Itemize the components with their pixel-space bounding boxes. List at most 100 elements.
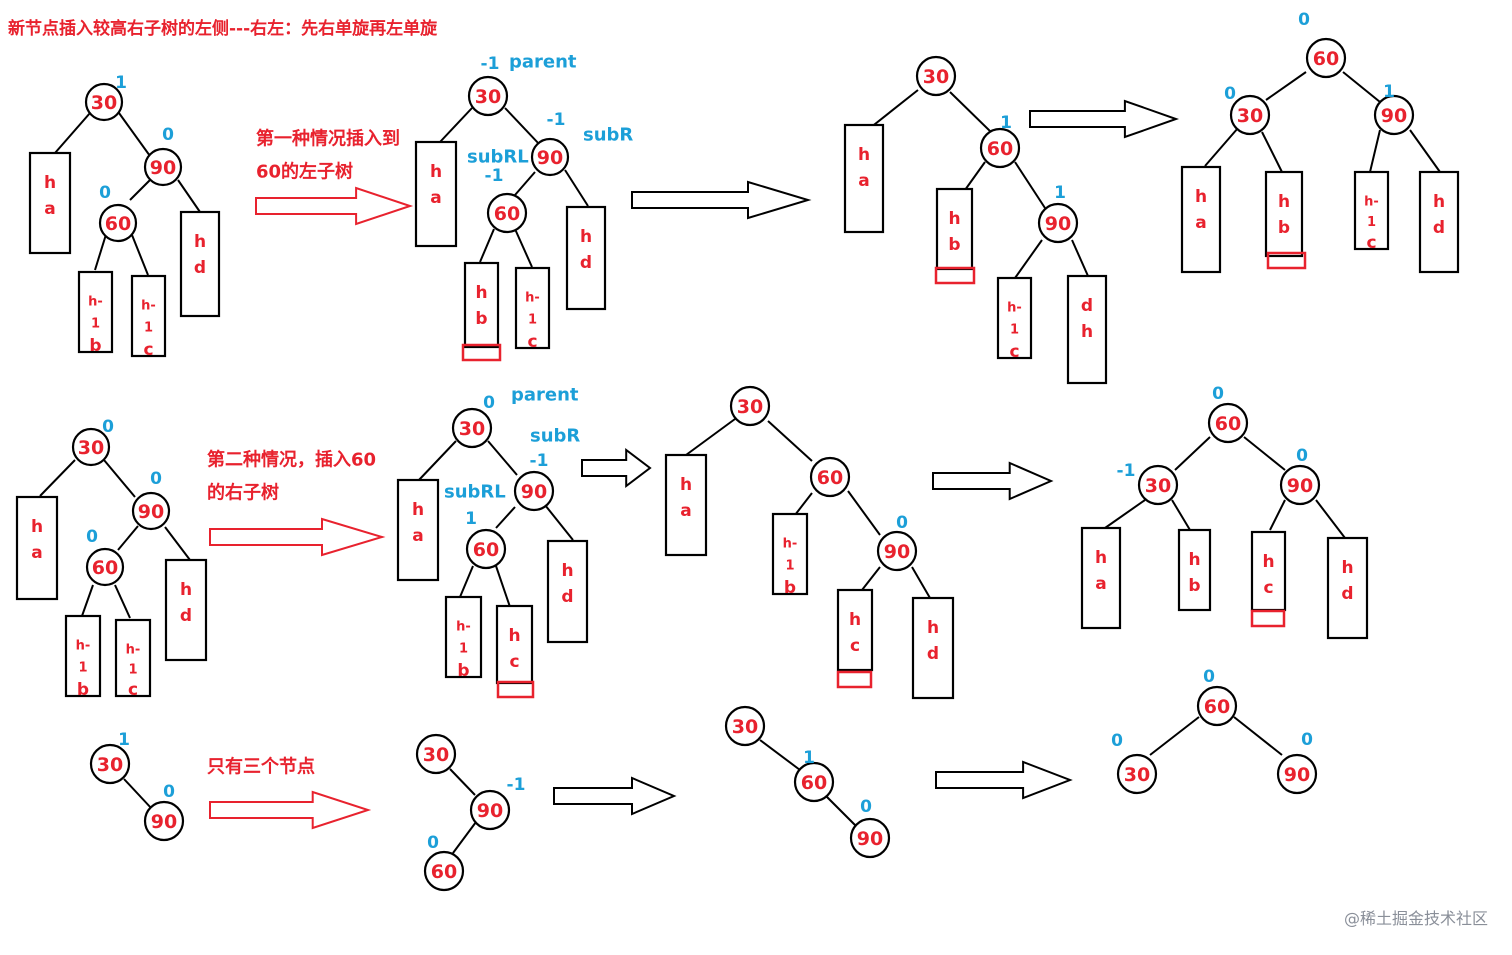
pointer-label: subRL (444, 482, 506, 503)
case-label: 只有三个节点 (207, 756, 315, 778)
tree-edge (177, 179, 201, 213)
case-label: 60的左子树 (256, 161, 353, 183)
subtree-box (396, 478, 440, 582)
node-value: 60 (494, 203, 520, 225)
node-value: 60 (987, 138, 1013, 160)
subtree-label: h (180, 580, 192, 600)
node-value: 30 (91, 92, 117, 114)
balance-factor: 0 (1298, 10, 1310, 30)
subtree-box (179, 210, 221, 318)
subtree-label: h (849, 610, 861, 630)
tree-edge (495, 506, 516, 529)
tree-edge (964, 161, 986, 191)
subtree-label: h- (783, 537, 798, 552)
subtree-label: a (1095, 574, 1106, 594)
node-value: 30 (1237, 105, 1263, 127)
inserted-node-marker (496, 680, 535, 699)
subtree-box (565, 205, 607, 311)
red-arrow (209, 790, 372, 830)
subtree-label: h (858, 145, 870, 165)
balance-factor: -1 (481, 54, 500, 74)
tree-edge (504, 107, 541, 146)
subtree-label: a (680, 501, 691, 521)
node-value: 30 (459, 418, 485, 440)
subtree-label: b (89, 336, 101, 356)
node-value: 60 (1313, 48, 1339, 70)
tree-edge (459, 565, 474, 598)
node-value: 90 (138, 501, 164, 523)
balance-factor: 1 (115, 73, 127, 93)
tree-node (415, 733, 457, 775)
subtree-label: d (1341, 584, 1353, 604)
tree-edge (1269, 499, 1286, 531)
tree-edge (452, 821, 477, 854)
tree-edge (417, 440, 457, 482)
tree-edge (1265, 71, 1307, 101)
node-value: 30 (97, 754, 123, 776)
tree-edge (495, 565, 511, 608)
subtree-label: h- (76, 639, 91, 654)
subtree-label: h (948, 209, 960, 229)
subtree-label: c (509, 652, 519, 672)
node-value: 30 (423, 744, 449, 766)
tree-node (131, 491, 171, 531)
subtree-label: d (180, 606, 192, 626)
tree-node (1196, 685, 1238, 727)
subtree-label: h (430, 162, 442, 182)
tree-node (1116, 753, 1158, 795)
node-value: 90 (521, 481, 547, 503)
subtree-label: h (1095, 548, 1107, 568)
tree-edge (117, 525, 139, 551)
balance-factor: -1 (485, 166, 504, 186)
red-arrow (255, 186, 414, 226)
tree-node (469, 789, 511, 831)
subtree-box (1066, 274, 1108, 385)
tree-edge (564, 169, 589, 207)
subtree-label: d (580, 253, 592, 273)
black-arrow (932, 461, 1054, 501)
tree-edge (479, 228, 495, 263)
balance-factor: 0 (1203, 667, 1215, 687)
subtree-label: a (44, 199, 55, 219)
tree-node (467, 75, 509, 117)
node-value: 30 (475, 86, 501, 108)
tree-node (84, 82, 124, 122)
pointer-label: subRL (467, 147, 529, 168)
subtree-box (1353, 170, 1390, 251)
subtree-label: h- (141, 299, 156, 314)
subtree-box (935, 187, 974, 271)
balance-factor: 1 (118, 730, 130, 750)
subtree-label: 1 (1367, 215, 1376, 230)
subtree-label: h (194, 232, 206, 252)
balance-factor: 0 (1224, 84, 1236, 104)
subtree-box (164, 558, 208, 662)
subtree-box (771, 512, 809, 596)
subtree-label: h- (525, 291, 540, 306)
tree-edge (949, 91, 993, 134)
node-value: 60 (817, 467, 843, 489)
case-label: 第二种情况，插入60 (207, 449, 376, 471)
tree-edge (1369, 129, 1381, 173)
tree-edge (449, 768, 476, 796)
node-value: 90 (1287, 475, 1313, 497)
tree-edge (103, 459, 136, 498)
subtree-label: h- (126, 643, 141, 658)
balance-factor: 1 (1054, 183, 1066, 203)
subtree-box (28, 151, 72, 255)
subtree-label: a (858, 171, 869, 191)
tree-edge (794, 492, 813, 516)
subtree-label: c (527, 332, 537, 352)
tree-edge (1014, 239, 1043, 279)
tree-node (915, 55, 957, 97)
black-arrow (581, 447, 652, 489)
subtree-label: h (561, 561, 573, 581)
subtree-box (463, 261, 500, 349)
subtree-box (843, 123, 885, 234)
subtree-label: h (927, 618, 939, 638)
node-value: 30 (732, 716, 758, 738)
balance-factor: 0 (860, 797, 872, 817)
tree-node (1037, 202, 1079, 244)
subtree-label: c (143, 340, 153, 360)
tree-edge (911, 566, 931, 599)
